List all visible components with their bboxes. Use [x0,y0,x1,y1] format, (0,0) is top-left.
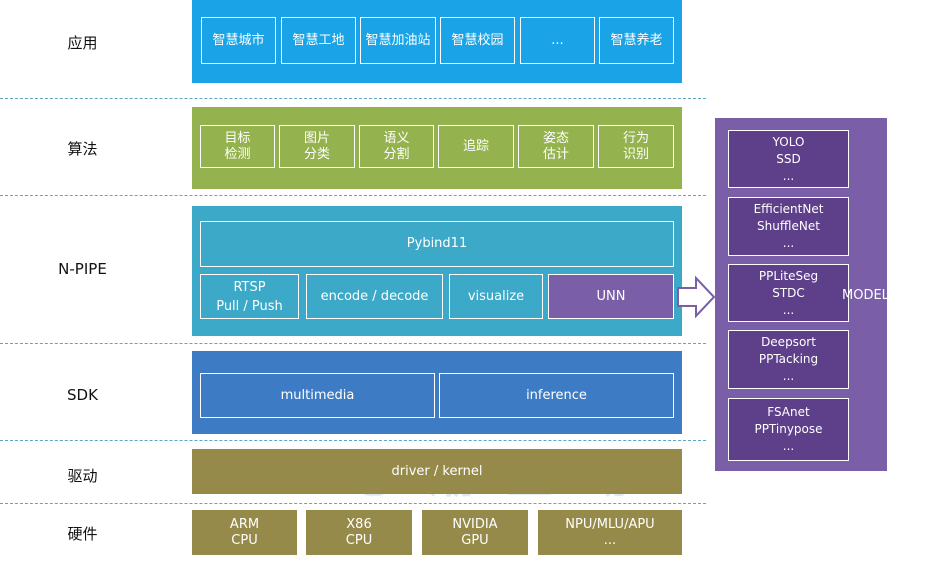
algo-item-action: 行为 识别 [598,125,674,168]
model-item-classification: EfficientNet ShuffleNet ... [728,197,849,256]
row-label-algo: 算法 [67,140,98,158]
hardware-nvidia-gpu: NVIDIA GPU [422,510,528,555]
model-item-pose: FSAnet PPTinypose ... [728,398,849,461]
row-label-app: 应用 [67,34,98,52]
row-label-sdk: SDK [67,386,98,404]
sdk-band [192,351,682,434]
algo-item-tracking: 追踪 [438,125,514,168]
divider [0,343,706,344]
app-item-smart-elderly-care: 智慧养老 [599,17,674,64]
driver-kernel: driver / kernel [192,449,682,494]
npipe-visualize: visualize [449,274,543,319]
app-item-smart-site: 智慧工地 [281,17,356,64]
model-item-tracking: Deepsort PPTacking ... [728,330,849,389]
app-item-smart-campus: 智慧校园 [440,17,515,64]
model-item-segmentation: PPLiteSeg STDC ... [728,264,849,322]
hardware-arm-cpu: ARM CPU [192,510,297,555]
divider [0,195,706,196]
algo-item-pose: 姿态 估计 [518,125,594,168]
hardware-npu-mlu-apu: NPU/MLU/APU ... [538,510,682,555]
divider [0,98,706,99]
app-item-smart-gas-station: 智慧加油站 [360,17,436,64]
app-item-smart-city: 智慧城市 [201,17,276,64]
hardware-x86-cpu: X86 CPU [306,510,412,555]
arrow-right-icon [677,276,716,318]
sdk-inference: inference [439,373,674,418]
algo-item-segmentation: 语义 分割 [359,125,434,168]
row-label-driver: 驱动 [67,467,98,485]
sdk-multimedia: multimedia [200,373,435,418]
model-label: MODEL [842,288,889,303]
divider [0,440,706,441]
row-label-npipe: N-PIPE [58,260,107,278]
app-band [192,0,682,83]
algo-item-classification: 图片 分类 [279,125,355,168]
npipe-pybind11: Pybind11 [200,221,674,267]
npipe-unn: UNN [548,274,674,319]
algo-item-detection: 目标 检测 [200,125,275,168]
app-item-ellipsis: ... [520,17,595,64]
npipe-rtsp: RTSP Pull / Push [200,274,299,319]
row-label-hardware: 硬件 [67,525,98,543]
divider [0,503,706,504]
npipe-encode-decode: encode / decode [306,274,443,319]
model-item-detection: YOLO SSD ... [728,130,849,188]
algo-band [192,107,682,189]
